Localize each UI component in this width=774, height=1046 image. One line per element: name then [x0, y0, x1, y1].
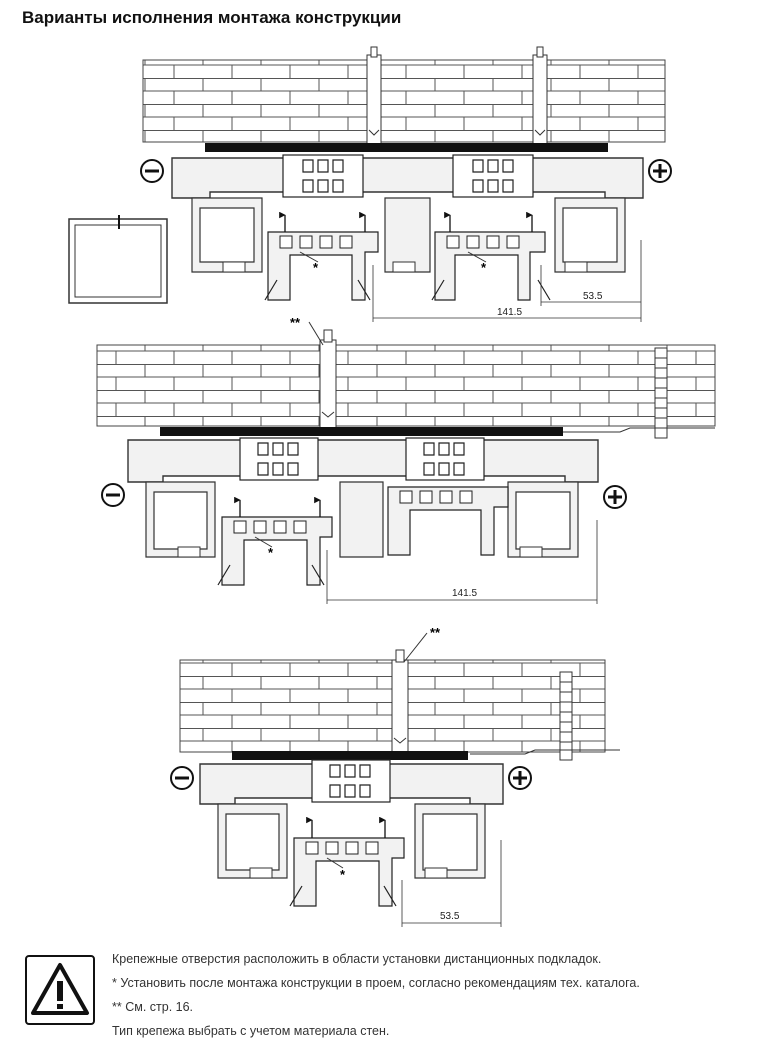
note-line-3: ** См. стр. 16.: [112, 1000, 194, 1014]
variant-3: ** * 53.5: [170, 625, 620, 927]
variant-2: ** * 141.5: [96, 315, 716, 604]
wall-bolt: [560, 347, 715, 439]
marker-asterisk: *: [481, 260, 487, 275]
anchor-dowel: [391, 649, 409, 753]
note-line-2: * Установить после монтажа конструкции в…: [112, 976, 640, 990]
brick-wall: [142, 59, 666, 143]
brick-wall: [96, 344, 716, 427]
window-schema: [68, 215, 168, 304]
dimension-label: 141.5: [497, 307, 522, 318]
note-line-1: Крепежные отверстия расположить в област…: [112, 952, 602, 966]
variant-1: * * 141.5 53.5: [68, 46, 672, 322]
dimension-label: 53.5: [583, 291, 603, 302]
dimension-label: 141.5: [452, 588, 477, 599]
spacer-pad: [232, 751, 468, 760]
spacer-pad: [205, 143, 608, 152]
note-line-4: Тип крепежа выбрать с учетом материала с…: [112, 1024, 390, 1038]
marker-double-asterisk: **: [290, 315, 301, 330]
marker-asterisk: *: [313, 260, 319, 275]
marker-double-asterisk: **: [430, 625, 441, 640]
page-title: Варианты исполнения монтажа конструкции: [22, 8, 402, 27]
dimension-label: 53.5: [440, 911, 460, 922]
marker-asterisk: *: [340, 867, 346, 882]
spacer-pad: [160, 427, 563, 436]
marker-asterisk: *: [268, 545, 274, 560]
warning-triangle-icon: [25, 955, 95, 1025]
wall-bolt: [470, 671, 620, 761]
